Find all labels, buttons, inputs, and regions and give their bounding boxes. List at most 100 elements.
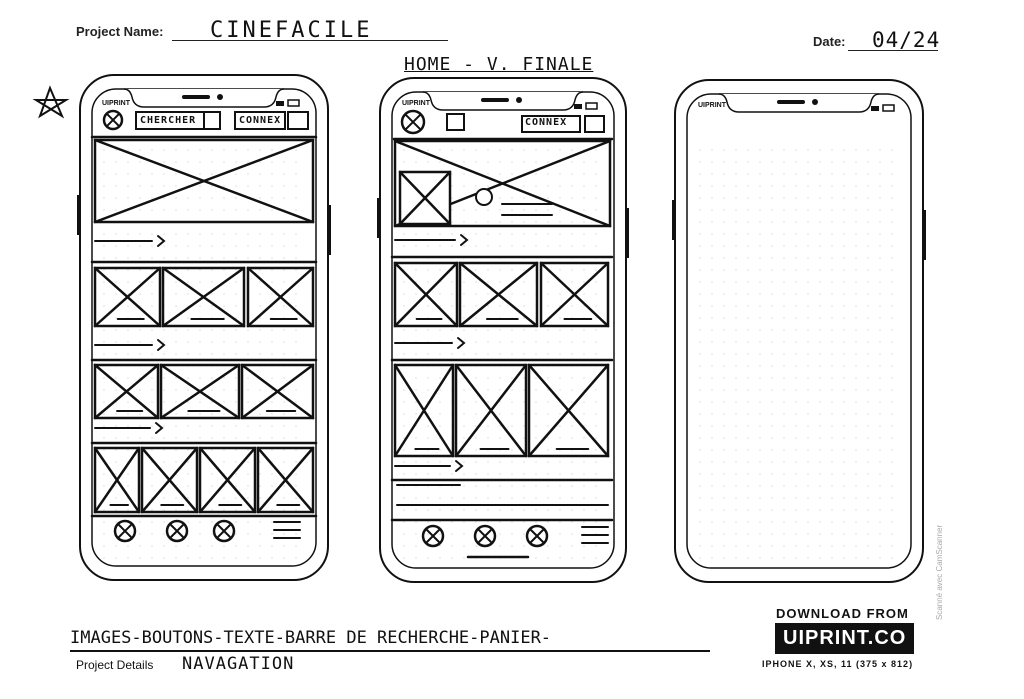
grid-dot (855, 461, 857, 463)
grid-dot (499, 437, 501, 439)
grid-dot (855, 197, 857, 199)
grid-dot (151, 389, 153, 391)
grid-dot (571, 545, 573, 547)
grid-dot (807, 317, 809, 319)
grid-dot (103, 185, 105, 187)
grid-dot (879, 341, 881, 343)
phone-screen (391, 91, 615, 569)
grid-dot (103, 233, 105, 235)
grid-dot (451, 197, 453, 199)
grid-dot (487, 185, 489, 187)
grid-dot (571, 161, 573, 163)
grid-dot (175, 461, 177, 463)
date-label: Date: (813, 34, 846, 49)
grid-dot (487, 341, 489, 343)
image-cross-line (458, 261, 539, 328)
grid-dot (855, 185, 857, 187)
grid-dot (747, 281, 749, 283)
project-name-value: CINEFACILE (210, 18, 373, 43)
grid-dot (259, 497, 261, 499)
grid-dot (163, 377, 165, 379)
grid-dot (235, 497, 237, 499)
grid-dot (211, 305, 213, 307)
grid-dot (723, 341, 725, 343)
grid-dot (855, 389, 857, 391)
grid-dot (723, 545, 725, 547)
grid-dot (415, 377, 417, 379)
grid-dot (523, 425, 525, 427)
grid-dot (711, 185, 713, 187)
grid-dot (511, 473, 513, 475)
grid-dot (463, 221, 465, 223)
grid-dot (487, 233, 489, 235)
grid-dot (807, 473, 809, 475)
grid-dot (499, 281, 501, 283)
grid-dot (463, 557, 465, 559)
grid-dot (819, 257, 821, 259)
grid-dot (807, 233, 809, 235)
scanner-note: Scanné avec CamScanner (935, 524, 944, 620)
side-button (626, 208, 629, 258)
grid-dot (235, 329, 237, 331)
grid-dot (523, 281, 525, 283)
image-cross-line (398, 170, 452, 226)
grid-dot (127, 473, 129, 475)
grid-dot (211, 185, 213, 187)
grid-dot (771, 233, 773, 235)
grid-dot (595, 341, 597, 343)
grid-dot (771, 197, 773, 199)
grid-dot (807, 449, 809, 451)
grid-dot (439, 557, 441, 559)
grid-dot (783, 329, 785, 331)
grid-dot (487, 209, 489, 211)
grid-dot (487, 173, 489, 175)
grid-dot (211, 521, 213, 523)
grid-dot (187, 461, 189, 463)
grid-dot (211, 293, 213, 295)
grid-dot (295, 557, 297, 559)
grid-dot (511, 233, 513, 235)
grid-dot (151, 149, 153, 151)
grid-dot (115, 473, 117, 475)
grid-dot (571, 389, 573, 391)
grid-dot (843, 533, 845, 535)
grid-dot (271, 329, 273, 331)
grid-dot (819, 341, 821, 343)
grid-dot (843, 545, 845, 547)
grid-dot (843, 389, 845, 391)
grid-dot (499, 341, 501, 343)
grid-dot (867, 221, 869, 223)
grid-dot (795, 353, 797, 355)
grid-dot (211, 425, 213, 427)
grid-dot (283, 473, 285, 475)
grid-dot (235, 461, 237, 463)
grid-dot (747, 329, 749, 331)
grid-dot (583, 545, 585, 547)
grid-dot (867, 161, 869, 163)
grid-dot (271, 533, 273, 535)
image-frame (159, 363, 241, 420)
grid-dot (103, 329, 105, 331)
grid-dot (295, 401, 297, 403)
grid-dot (795, 509, 797, 511)
grid-dot (235, 473, 237, 475)
grid-dot (223, 437, 225, 439)
grid-dot (187, 281, 189, 283)
grid-dot (735, 149, 737, 151)
grid-dot (699, 497, 701, 499)
cart-icon-1 (287, 111, 309, 130)
search-icon (203, 111, 221, 130)
grid-dot (559, 221, 561, 223)
grid-dot (211, 245, 213, 247)
grid-dot (211, 473, 213, 475)
grid-dot (867, 233, 869, 235)
grid-dot (879, 221, 881, 223)
section-arrow-6 (394, 460, 464, 472)
thumbnail (93, 266, 162, 328)
grid-dot (139, 161, 141, 163)
section-arrow-4 (394, 234, 469, 246)
grid-dot (559, 185, 561, 187)
grid-dot (451, 317, 453, 319)
grid-dot (843, 329, 845, 331)
grid-dot (463, 185, 465, 187)
